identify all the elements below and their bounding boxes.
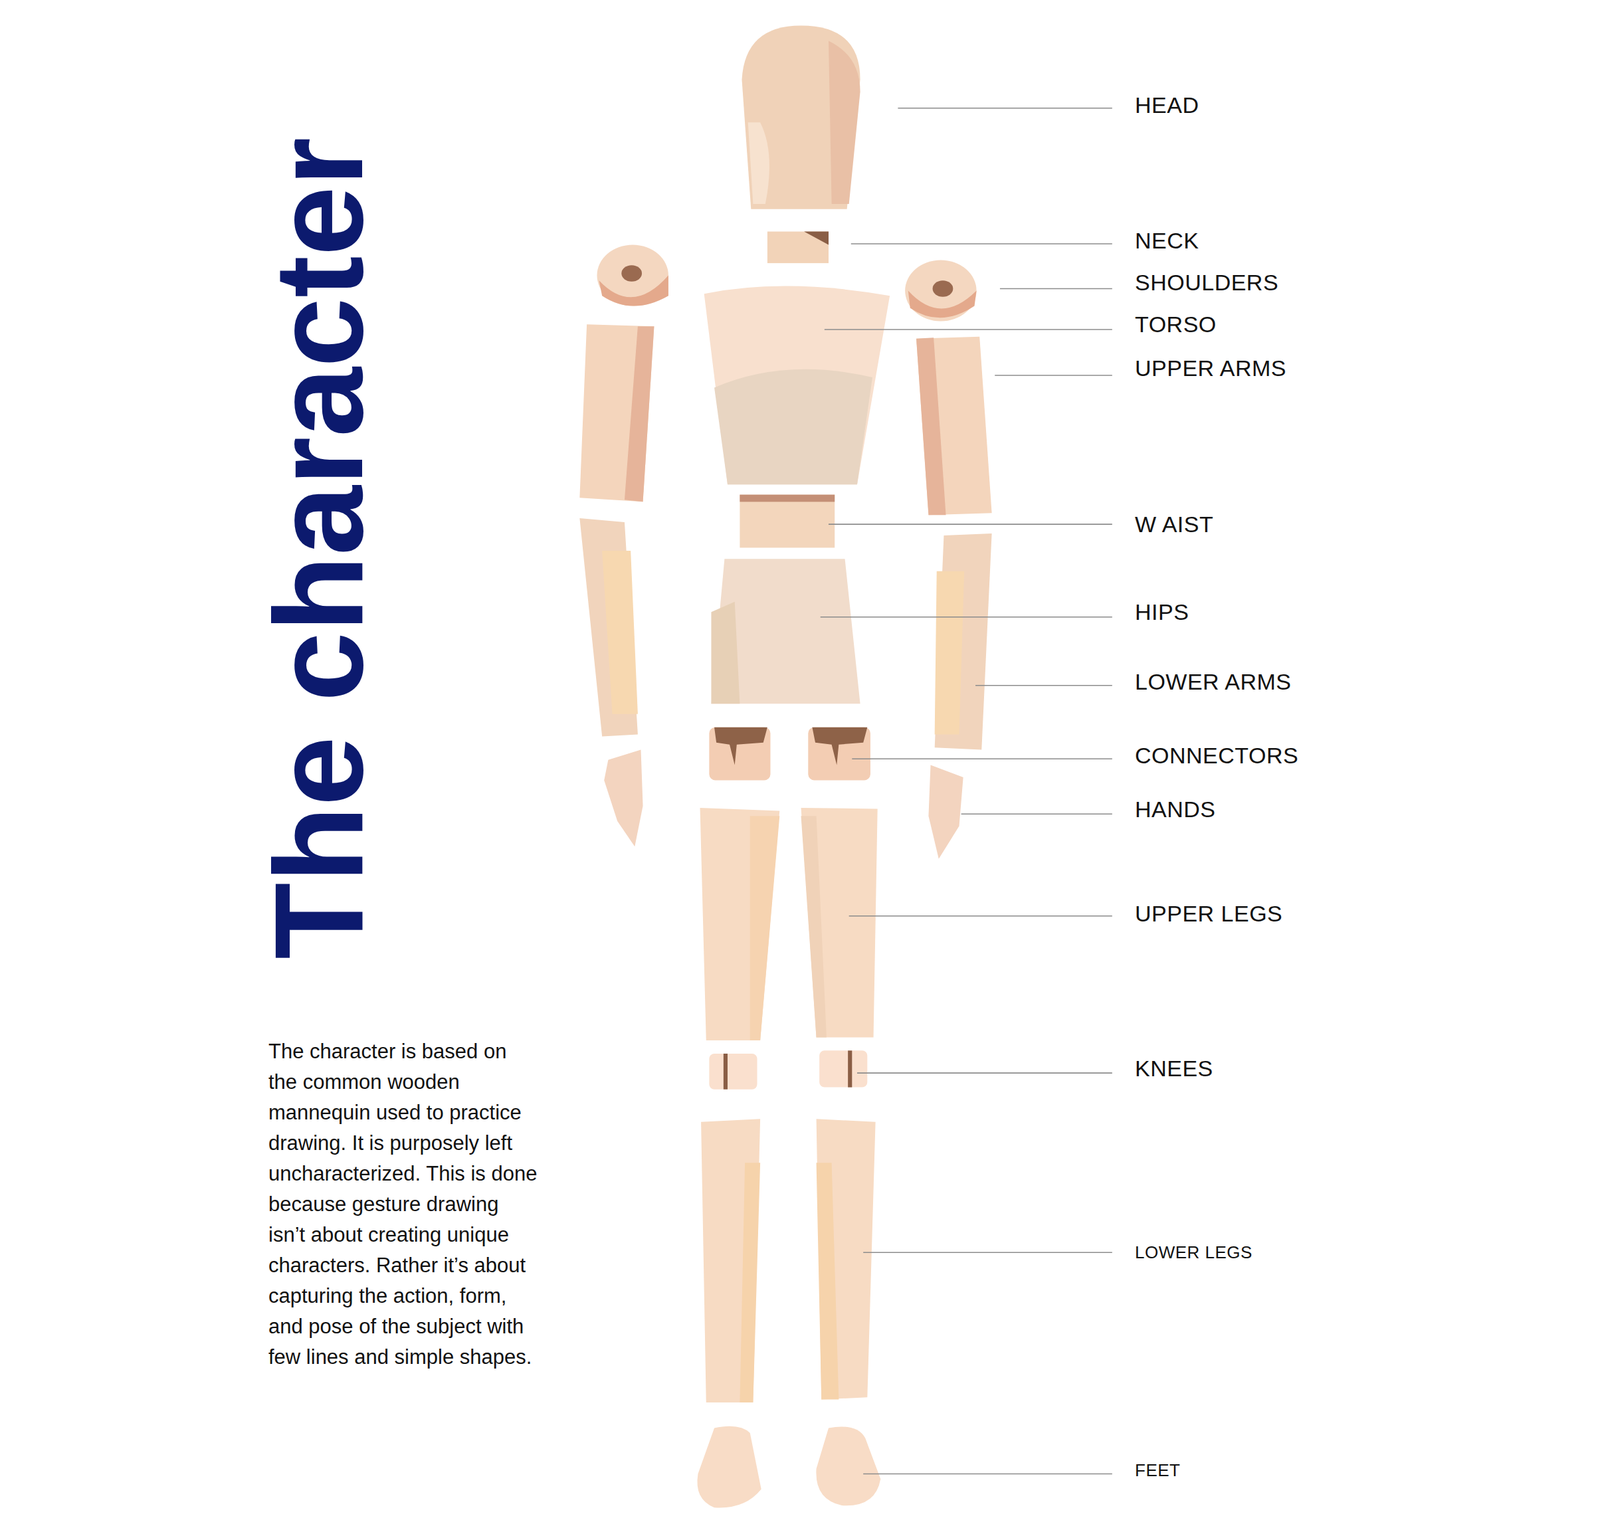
part-label: KNEES (1132, 1055, 1216, 1082)
part-label: W AIST (1132, 511, 1216, 538)
part-label: NECK (1132, 227, 1202, 254)
part-label: LOWER LEGS (1132, 1242, 1256, 1264)
part-label: CONNECTORS (1132, 742, 1301, 769)
description-text: The character is based on the common woo… (268, 1036, 541, 1373)
part-label: HEAD (1132, 92, 1202, 119)
part-label: TORSO (1132, 311, 1220, 338)
part-label: UPPER ARMS (1132, 355, 1290, 382)
leader-lines (820, 108, 1113, 1475)
part-label: SHOULDERS (1132, 269, 1282, 296)
vertical-title: The character (256, 137, 383, 960)
part-label: UPPER LEGS (1132, 900, 1286, 927)
part-label: HIPS (1132, 599, 1192, 626)
part-label: LOWER ARMS (1132, 669, 1294, 696)
part-label: HANDS (1132, 796, 1219, 823)
part-label: FEET (1132, 1460, 1183, 1482)
